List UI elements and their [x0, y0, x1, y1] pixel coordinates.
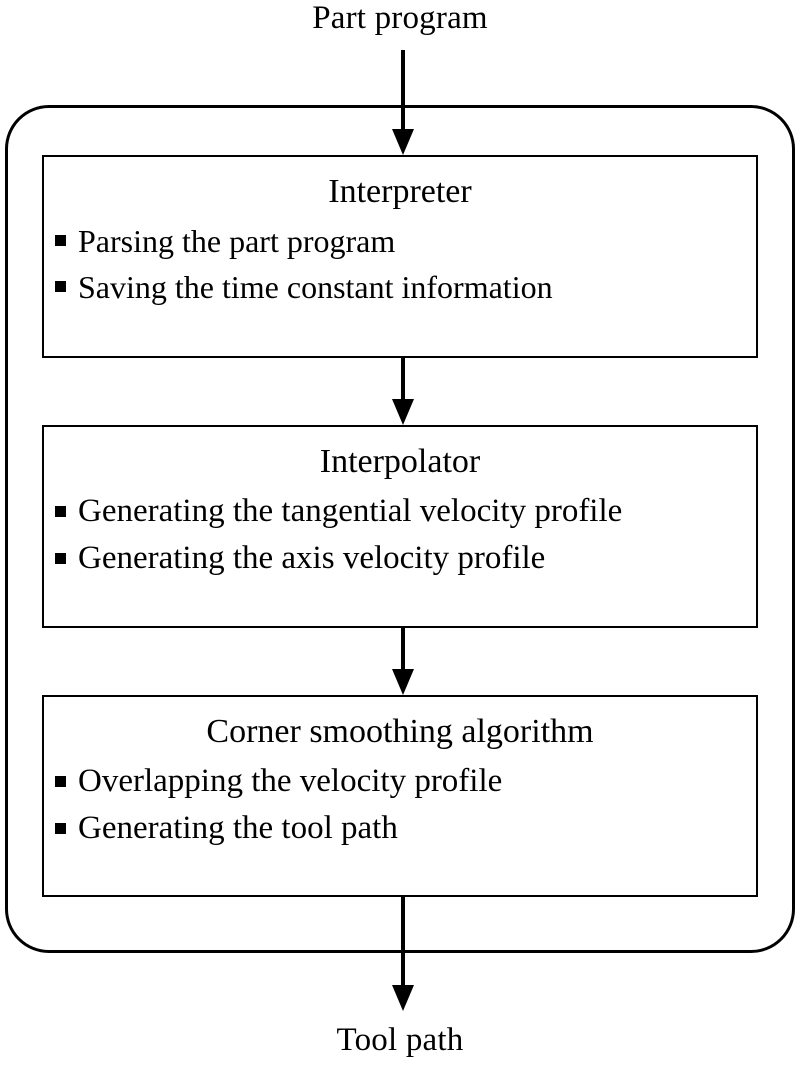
stage-bullet-list: Parsing the part program Saving the time…: [44, 218, 756, 310]
arrow-shaft: [401, 628, 405, 671]
list-item-label: Generating the tangential velocity profi…: [78, 493, 623, 529]
connector-arrow-entry: [392, 50, 414, 155]
connector-arrow-interpreter-to-interpolator: [392, 358, 414, 425]
square-bullet-icon: [55, 235, 66, 246]
square-bullet-icon: [55, 775, 66, 787]
square-bullet-icon: [55, 552, 66, 564]
arrow-head-icon: [392, 985, 414, 1011]
list-item: Saving the time constant information: [50, 264, 756, 310]
square-bullet-icon: [55, 505, 66, 517]
stage-bullet-list: Overlapping the velocity profile Generat…: [44, 758, 756, 852]
square-bullet-icon: [55, 281, 66, 292]
stage-box-interpreter[interactable]: Interpreter Parsing the part program Sav…: [42, 155, 758, 358]
connector-arrow-interpolator-to-corner-smoothing: [392, 628, 414, 695]
output-label-tool-path: Tool path: [336, 1022, 464, 1058]
list-item: Generating the axis velocity profile: [50, 535, 756, 582]
list-item: Parsing the part program: [50, 218, 756, 264]
arrow-head-icon: [392, 669, 414, 695]
list-item-label: Generating the axis velocity profile: [78, 540, 546, 576]
connector-arrow-exit: [392, 897, 414, 1012]
stage-box-interpolator[interactable]: Interpolator Generating the tangential v…: [42, 425, 758, 628]
input-label-part-program: Part program: [312, 0, 488, 36]
stage-title: Corner smoothing algorithm: [206, 713, 594, 750]
stage-box-corner-smoothing-algorithm[interactable]: Corner smoothing algorithm Overlapping t…: [42, 695, 758, 897]
list-item-label: Generating the tool path: [78, 810, 398, 846]
list-item: Generating the tool path: [50, 805, 756, 852]
arrow-shaft: [401, 50, 405, 132]
stage-title: Interpreter: [328, 173, 472, 210]
list-item-label: Saving the time constant information: [78, 269, 553, 305]
list-item: Overlapping the velocity profile: [50, 758, 756, 805]
arrow-head-icon: [392, 129, 414, 155]
list-item-label: Parsing the part program: [78, 223, 396, 259]
stage-title: Interpolator: [319, 443, 481, 480]
arrow-shaft: [401, 897, 405, 987]
pipeline-container: [5, 105, 795, 953]
list-item: Generating the tangential velocity profi…: [50, 488, 756, 535]
arrow-head-icon: [392, 399, 414, 425]
square-bullet-icon: [55, 822, 66, 834]
list-item-label: Overlapping the velocity profile: [78, 763, 503, 799]
arrow-shaft: [401, 358, 405, 401]
stage-bullet-list: Generating the tangential velocity profi…: [44, 488, 756, 582]
